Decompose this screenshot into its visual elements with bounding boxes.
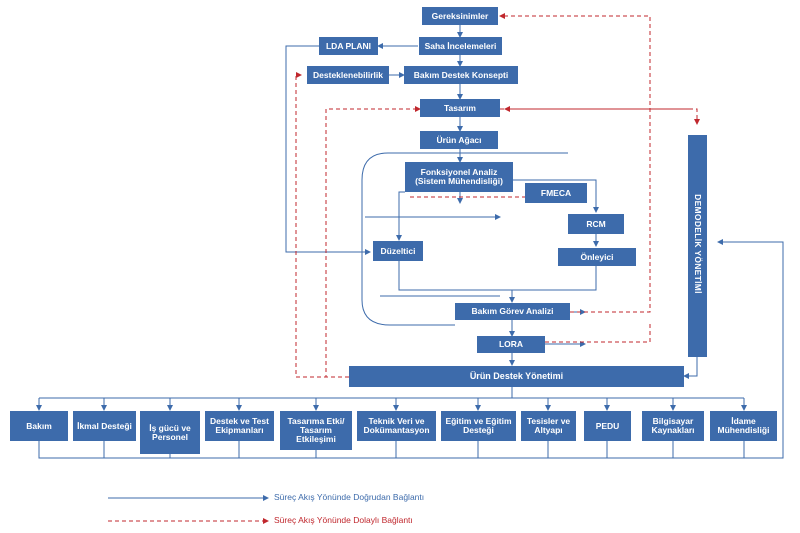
node-lda-plani: LDA PLANI	[319, 37, 378, 55]
node-label: Düzeltici	[380, 245, 416, 256]
node-idame-muhendisligi: İdame Mühendisliği	[710, 411, 777, 441]
node-saha-incelemeleri: Saha İncelemeleri	[419, 37, 502, 55]
node-urun-destek-yonetimi: Ürün Destek Yönetimi	[349, 366, 684, 387]
node-desteklenebilirlik: Desteklenebilirlik	[307, 66, 389, 84]
edge-dashed-urundestek-desteklenebilirlik	[295, 72, 349, 378]
bracket-analysis-group	[361, 152, 568, 326]
node-label: Önleyici	[580, 251, 614, 262]
node-demodelik-yonetimi: DEMODELİK YÖNETİMİ	[688, 135, 707, 357]
node-label: Bakım Görev Analizi	[471, 306, 554, 317]
node-onleyici: Önleyici	[558, 248, 636, 266]
node-label: Bilgisayar Kaynakları	[651, 416, 695, 435]
node-label: PEDU	[595, 420, 620, 431]
node-fmeca: FMECA	[525, 183, 587, 203]
node-label: Bakım Destek Konsepti	[413, 69, 509, 80]
node-label: FMECA	[540, 187, 572, 198]
node-tasarima-etki: Tasarıma Etki/ Tasarım Etkileşimi	[280, 411, 352, 450]
node-label-vertical: DEMODELİK YÖNETİMİ	[693, 194, 703, 294]
node-label-line2: (Sistem Mühendisliği)	[415, 176, 503, 186]
direct-connectors	[36, 25, 784, 501]
node-fonksiyonel-analiz: Fonksiyonel Analiz (Sistem Mühendisliği)	[405, 162, 513, 192]
node-label: Ürün Ağacı	[436, 134, 482, 145]
node-label: İkmal Desteği	[77, 420, 132, 431]
node-bakim-gorev-analizi: Bakım Görev Analizi	[455, 303, 570, 320]
node-bilgisayar-kaynaklari: Bilgisayar Kaynakları	[642, 411, 704, 441]
node-label: Ürün Destek Yönetimi	[469, 370, 564, 381]
node-label: Tesisler ve Altyapı	[526, 416, 571, 435]
node-label: Desteklenebilirlik	[313, 69, 383, 80]
edge-dashed-demodelik-tasarim	[500, 108, 700, 125]
node-ikmal-destegi: İkmal Desteği	[73, 411, 136, 441]
edge-duzeltici-onleyici-merge	[398, 261, 597, 291]
node-label: LDA PLANI	[325, 40, 371, 51]
legend-direct-label: Süreç Akış Yönünde Doğrudan Bağlantı	[274, 492, 425, 502]
node-label: Bakım	[26, 420, 52, 431]
node-label: Tasarıma Etki/ Tasarım Etkileşimi	[287, 416, 345, 444]
node-tasarim: Tasarım	[420, 99, 500, 117]
node-label: LORA	[498, 339, 524, 350]
node-label: İdame Mühendisliği	[717, 416, 770, 435]
node-gereksinimler: Gereksinimler	[422, 7, 498, 25]
node-egitim-destegi: Eğitim ve Eğitim Desteği	[441, 411, 516, 441]
edge-demodelik-urundestek	[683, 357, 698, 379]
node-teknik-veri: Teknik Veri ve Dokümantasyon	[357, 411, 436, 441]
node-label: Eğitim ve Eğitim Desteği	[445, 416, 512, 435]
edge-fonksiyonel-duzeltici	[396, 191, 405, 241]
edge-dashed-lora-right	[545, 324, 651, 343]
node-bakim-destek-konsepti: Bakım Destek Konsepti	[404, 66, 518, 84]
node-bakim: Bakım	[10, 411, 68, 441]
node-lora: LORA	[477, 336, 545, 353]
bottom-lower-bus	[38, 441, 770, 459]
node-rcm: RCM	[568, 214, 624, 234]
node-label: Destek ve Test Ekipmanları	[210, 416, 269, 435]
node-duzeltici: Düzeltici	[373, 241, 423, 261]
node-label: Saha İncelemeleri	[424, 40, 497, 51]
node-isgucu-personel: İş gücü ve Personel	[140, 411, 200, 454]
node-destek-test-ekipmanlari: Destek ve Test Ekipmanları	[205, 411, 274, 441]
node-label: Teknik Veri ve Dokümantasyon	[363, 416, 430, 435]
node-tesisler-altyapi: Tesisler ve Altyapı	[521, 411, 576, 441]
edge-bottom-demodelik	[717, 239, 784, 459]
node-label: Gereksinimler	[431, 10, 489, 21]
indirect-connectors	[108, 13, 700, 524]
node-label: Tasarım	[444, 102, 476, 113]
edge-lda-duzeltici	[285, 45, 371, 255]
edge-dashed-urundestek-tasarim	[325, 106, 421, 378]
node-label: RCM	[586, 218, 606, 229]
node-pedu: PEDU	[584, 411, 631, 441]
edge-fmeca-rcm	[513, 179, 599, 213]
edge-dashed-bakimgorev-gereksinimler	[499, 13, 651, 313]
node-urun-agaci: Ürün Ağacı	[420, 131, 498, 149]
node-label-line1: Fonksiyonel Analiz	[420, 167, 498, 178]
legend-indirect-label: Süreç Akış Yönünde Dolaylı Bağlantı	[274, 515, 413, 525]
node-label: İş gücü ve Personel	[149, 422, 191, 442]
